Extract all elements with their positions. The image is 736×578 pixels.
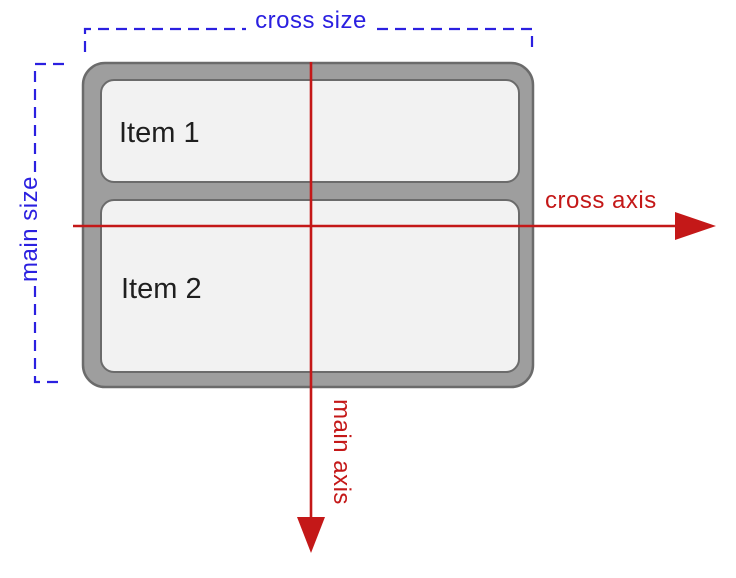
flex-item-2-label: Item 2 [121,273,202,305]
main-size-label: main size [16,176,43,282]
main-size-bracket [33,62,64,384]
cross-axis-label: cross axis [545,187,657,214]
main-axis-arrowhead-icon [297,517,325,553]
cross-size-bracket [83,27,534,52]
flex-item-1-label: Item 1 [119,117,200,149]
main-axis-label: main axis [328,399,355,505]
cross-axis-arrowhead-icon [675,212,716,240]
cross-size-label: cross size [255,7,367,34]
